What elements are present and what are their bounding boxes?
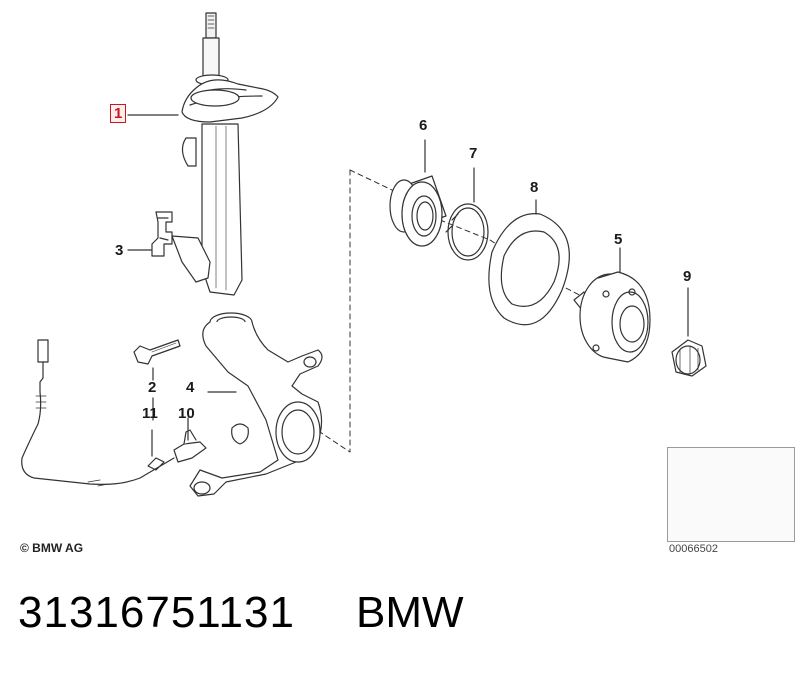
circlip (445, 167, 489, 261)
callout-10: 10 (178, 405, 195, 422)
callout-9: 9 (683, 268, 692, 285)
dust-shield (488, 199, 570, 326)
callout-7: 7 (469, 145, 478, 162)
wheel-bearing (389, 139, 447, 247)
collar-nut (671, 287, 707, 377)
callout-4: 4 (186, 379, 195, 396)
callout-3: 3 (115, 242, 124, 259)
callout-2: 2 (148, 379, 157, 396)
copyright-text: © BMW AG (20, 541, 84, 555)
bolt-part (133, 339, 181, 381)
wheel-speed-sensor (147, 427, 207, 471)
steering-knuckle (189, 312, 323, 497)
strut-assembly (127, 12, 279, 296)
wheel-hub (573, 247, 651, 363)
callout-8: 8 (530, 179, 539, 196)
callout-5: 5 (614, 231, 623, 248)
callout-6: 6 (419, 117, 428, 134)
part-number: 31316751131 (18, 588, 295, 637)
thumbnail-code: 00066502 (669, 543, 718, 555)
thumbnail-frame (667, 447, 795, 542)
sensor-cable (21, 339, 175, 487)
brand-name: BMW (356, 588, 464, 637)
bracket-part (127, 211, 173, 257)
assembly-guide-lines (319, 169, 621, 453)
callout-11: 11 (142, 405, 158, 422)
callout-1: 1 (110, 104, 127, 123)
